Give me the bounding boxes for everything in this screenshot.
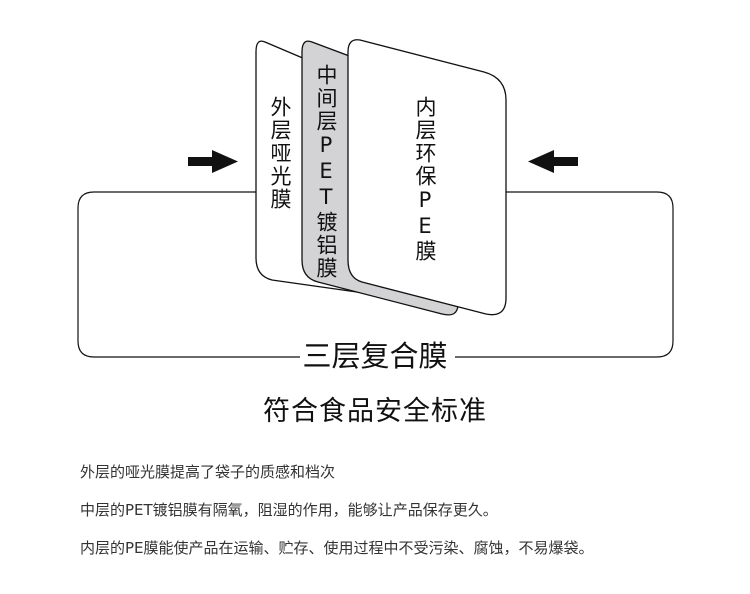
diagram-subtitle: 符合食品安全标准 [263,396,487,427]
frame-outline [77,191,674,358]
inner-layer-label: 内层环保PE膜 [413,96,437,263]
arrow-left-icon [528,150,578,173]
middle-layer-label: 中间层PET镀铝膜 [314,64,338,280]
diagram-title: 三层复合膜 [300,336,450,376]
arrow-right-icon [188,150,238,173]
outer-layer-label: 外层哑光膜 [268,96,292,211]
description-outer: 外层的哑光膜提高了袋子的质感和档次 [80,463,336,481]
description-inner: 内层的PE膜能使产品在运输、贮存、使用过程中不受污染、腐蚀，不易爆袋。 [80,539,594,557]
description-middle: 中层的PET镀铝膜有隔氧，阻湿的作用，能够让产品保存更久。 [80,501,498,519]
inner-layer-card [347,39,507,316]
